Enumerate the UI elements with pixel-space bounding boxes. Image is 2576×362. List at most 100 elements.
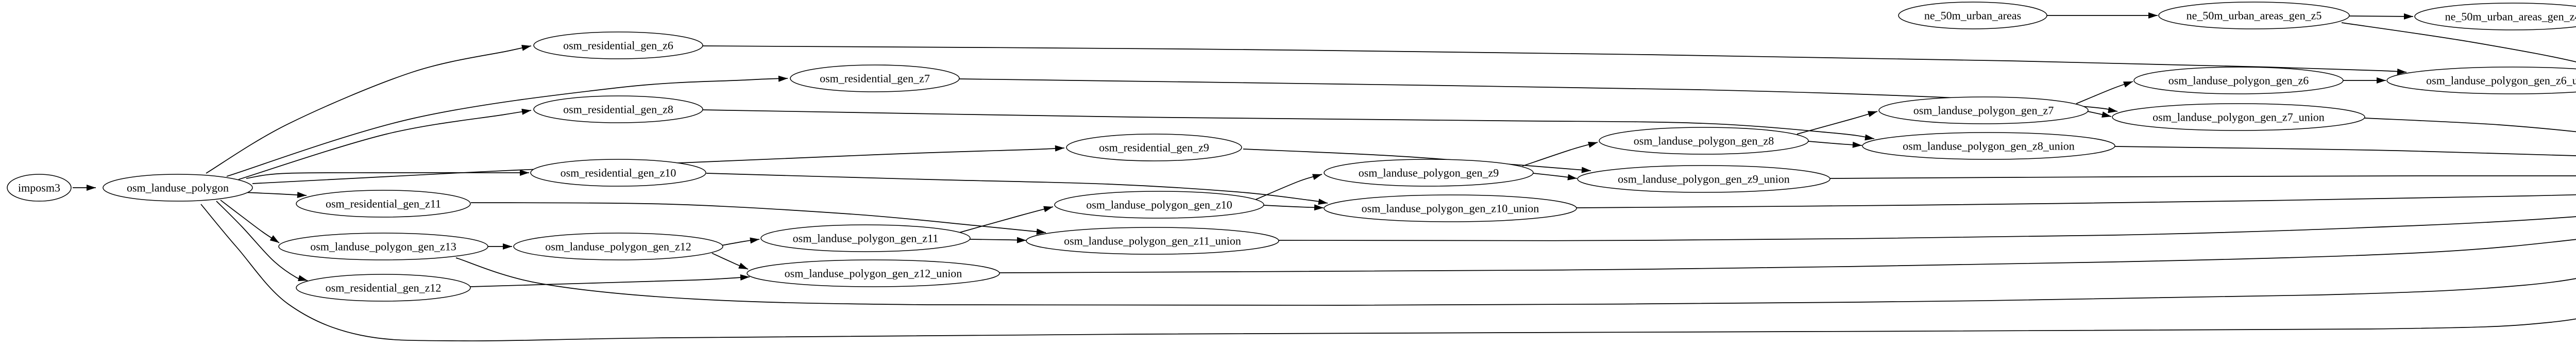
edge-line [702,109,1875,139]
node-ellipse [1054,191,1264,219]
node-osm_residential_gen_z6: osm_residential_gen_z6 [533,31,703,59]
arrowhead-icon [740,274,750,281]
node-ellipse [2386,67,2576,94]
node-ellipse [513,233,723,260]
edge-osm_residential_gen_z12-to-osm_landuse_polygon_gen_z12_union [470,274,750,287]
node-osm_landuse_polygon_gen_z11: osm_landuse_polygon_gen_z11 [760,224,971,252]
node-label: osm_residential_gen_z9 [1099,141,1209,154]
edge-imposm3-to-osm_landuse_polygon [73,185,96,191]
node-label: ne_50m_urban_areas [1924,9,2021,22]
node-label: osm_landuse_polygon_gen_z9 [1359,166,1499,179]
node-osm_landuse_polygon_gen_z12: osm_landuse_polygon_gen_z12 [513,233,723,260]
edge-osm_landuse_polygon_gen_z12-to-osm_landuse_polygon_gen_z11 [721,237,760,246]
edge-line [2364,118,2576,133]
edge-osm_landuse_polygon_gen_z10-to-osm_landuse_polygon_gen_z10_union [1263,204,1324,211]
node-ellipse [1066,134,1242,161]
edge-ne_50m_urban_areas_gen_z5-to-ne_50m_urban_areas_gen_z4 [2349,13,2414,20]
arrowhead-icon [2397,69,2406,75]
node-ellipse [1324,159,1534,187]
arrowhead-icon [1865,134,1874,141]
edge-line [470,276,750,287]
arrowhead-icon [2404,13,2413,20]
node-label: osm_landuse_polygon_gen_z12_union [785,267,962,279]
edge-osm_landuse_polygon_gen_z7-to-osm_landuse_polygon_gen_z6 [2076,81,2133,104]
arrowhead-icon [2108,107,2117,113]
node-ellipse [2133,67,2344,94]
edge-osm_landuse_polygon-to-osm_landuse_polygon_gen_z13 [220,200,280,243]
edge-osm_landuse_polygon_gen_z7_union-to-layer-landuse-z7 [2364,118,2576,133]
edge-line [2114,146,2576,156]
edge-osm_landuse_polygon_gen_z13-to-osm_landuse_polygon_gen_z12 [488,243,512,250]
arrowhead-icon [1043,206,1053,212]
node-osm_landuse_polygon_gen_z13: osm_landuse_polygon_gen_z13 [278,233,488,260]
node-ellipse [1878,96,2089,124]
node-label: ne_50m_urban_areas_gen_z5 [2187,9,2322,22]
node-label: osm_residential_gen_z10 [561,166,676,179]
edge-osm_landuse_polygon-to-osm_residential_gen_z12 [216,201,308,282]
node-label: osm_landuse_polygon_gen_z10_union [1362,202,1539,215]
edge-osm_residential_gen_z10-to-osm_landuse_polygon_gen_z10_union [706,173,1328,205]
arrowhead-icon [738,262,748,269]
node-label: osm_residential_gen_z11 [326,197,441,210]
edge-osm_landuse_polygon_gen_z10-to-osm_landuse_polygon_gen_z9 [1255,174,1323,200]
edge-osm_landuse_polygon_gen_z11-to-osm_landuse_polygon_gen_z11_union [969,237,1027,243]
node-osm_residential_gen_z12: osm_residential_gen_z12 [296,274,471,302]
node-label: imposm3 [18,181,60,194]
node-ellipse [1026,227,1279,255]
arrowhead-icon [297,192,307,198]
node-osm_landuse_polygon_gen_z7_union: osm_landuse_polygon_gen_z7_union [2112,103,2365,131]
arrowhead-icon [1581,167,1591,173]
node-ellipse [296,274,471,302]
node-ne_50m_urban_areas: ne_50m_urban_areas [1898,2,2047,29]
node-osm_landuse_polygon_gen_z9_union: osm_landuse_polygon_gen_z9_union [1577,165,1831,193]
edge-ne_50m_urban_areas_gen_z5-to-layer-landuse-z5 [2341,22,2576,62]
edge-osm_landuse_polygon_gen_z9-to-osm_landuse_polygon_gen_z8 [1522,142,1598,167]
node-osm_landuse_polygon_gen_z10_union: osm_landuse_polygon_gen_z10_union [1324,194,1577,222]
edge-osm_landuse_polygon-to-layer-landuse-z14+ [200,204,2576,341]
arrowhead-icon [1055,145,1064,152]
node-label: osm_landuse_polygon [127,181,229,194]
arrowhead-icon [1036,228,1046,235]
node-osm_landuse_polygon_gen_z6_union: osm_landuse_polygon_gen_z6_union [2386,67,2576,94]
edge-line [220,200,280,243]
arrowhead-icon [750,237,759,244]
node-osm_residential_gen_z10: osm_residential_gen_z10 [530,159,706,187]
node-label: osm_landuse_polygon_gen_z13 [310,240,456,253]
node-label: osm_landuse_polygon_gen_z8 [1634,134,1774,147]
edge-osm_landuse_polygon_gen_z12_union-to-layer-landuse-z12 [999,239,2576,273]
node-ellipse [1599,127,1809,155]
node-ellipse [103,174,253,202]
edge-osm_landuse_polygon-to-osm_residential_gen_z7 [226,75,788,177]
arrowhead-icon [2377,77,2386,84]
node-ellipse [790,64,960,92]
node-label: osm_landuse_polygon_gen_z9_union [1618,172,1790,185]
arrowhead-icon [521,45,531,51]
node-imposm3: imposm3 [7,174,72,202]
node-label: osm_landuse_polygon_gen_z6 [2168,74,2309,87]
edge-line [226,78,788,177]
nodes-layer: imposm3 osm_landuse_polygon osm_residentia… [7,2,2576,302]
node-osm_landuse_polygon_gen_z6: osm_landuse_polygon_gen_z6 [2133,67,2344,94]
node-label: osm_landuse_polygon_gen_z11_union [1064,234,1241,247]
node-ellipse [7,174,72,202]
arrowhead-icon [2123,81,2133,88]
arrowhead-icon [1314,204,1324,211]
arrowhead-icon [1852,141,1862,148]
edge-line [1829,175,2576,179]
arrowhead-icon [1868,111,1877,117]
edge-line [200,204,2576,341]
node-ellipse [533,31,703,59]
node-label: osm_landuse_polygon_gen_z11 [793,232,939,244]
arrowhead-icon [269,235,279,243]
edge-osm_landuse_polygon-to-osm_residential_gen_z10 [246,170,530,179]
arrowhead-icon [87,185,96,191]
edge-osm_landuse_polygon_gen_z10_union-to-layer-landuse-z10 [1576,194,2576,208]
arrowhead-icon [778,75,788,82]
edges-layer [73,12,2576,341]
edge-line [999,239,2576,273]
node-osm_residential_gen_z9: osm_residential_gen_z9 [1066,134,1242,161]
edge-osm_landuse_polygon_gen_z13-to-layer-landuse-z13 [455,257,2576,306]
node-label: osm_landuse_polygon_gen_z6_union [2426,74,2576,87]
edge-line [252,147,1065,184]
node-ellipse [533,95,703,123]
